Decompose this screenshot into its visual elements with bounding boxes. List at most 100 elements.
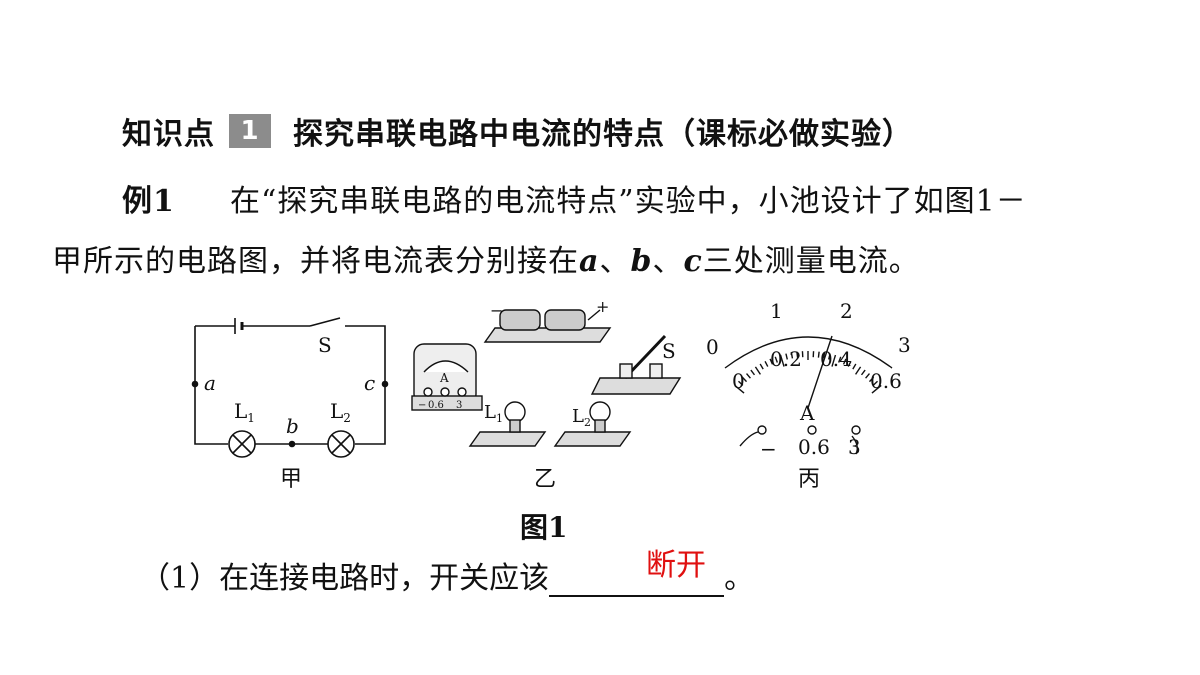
example-text-2: 甲所示的电路图，并将电流表分别接在	[52, 244, 579, 279]
dial-tick	[774, 356, 778, 363]
ammeter-dial-bing	[724, 335, 893, 455]
bottom-tick-06: 0.6	[870, 369, 902, 393]
example-line-2: 甲所示的电路图，并将电流表分别接在a、b、c三处测量电流。	[52, 236, 920, 280]
dial-tick	[838, 356, 842, 363]
apparatus-yi	[411, 309, 682, 447]
question-text: 在连接电路时，开关应该	[219, 561, 550, 596]
dial-tick	[852, 363, 857, 370]
lamp-l1-label: L1	[234, 399, 255, 425]
battery-minus: −	[490, 301, 503, 320]
circuit-diagram-jia	[191, 317, 389, 458]
battery-cell	[544, 309, 586, 331]
example-text-3: 三处测量电流。	[702, 244, 920, 279]
question-1: （1）在连接电路时，开关应该 。	[140, 553, 754, 597]
dial-tick	[817, 351, 820, 358]
dial-tick	[734, 384, 745, 394]
dial-tick	[855, 366, 862, 375]
ammeter-scale: 0.6	[428, 400, 444, 411]
battery-plus: +	[596, 297, 609, 316]
heading-title: 探究串联电路中电流的特点（课标必做实验）	[293, 117, 913, 152]
example-line-1: 例1 在“探究串联电路的电流特点”实验中，小池设计了如图1－	[122, 176, 1027, 220]
figure-1: S a c b L1 L2 甲 − + S A 0	[191, 297, 911, 492]
terminal-06	[807, 425, 817, 435]
lamp-board-l2	[553, 431, 632, 447]
terminal-minus	[757, 425, 767, 435]
terminal-minus-label: −	[760, 437, 777, 461]
ammeter-minus: −	[418, 400, 426, 411]
point-c-label: c	[683, 244, 703, 279]
terminal-3-label: 3	[848, 435, 861, 459]
caption-yi: 乙	[534, 467, 556, 492]
terminal-06-label: 0.6	[798, 435, 830, 459]
ammeter-unit: A	[439, 371, 449, 385]
terminal-3	[851, 425, 861, 435]
question-end: 。	[724, 561, 755, 596]
node-c	[381, 380, 389, 388]
dial-tick	[754, 366, 761, 375]
question-number: （1）	[140, 561, 220, 596]
bottom-tick-04: 0.4	[820, 347, 852, 371]
example-label: 例1	[122, 184, 175, 219]
top-tick-0: 0	[706, 335, 719, 359]
switch-board	[590, 377, 682, 395]
lamp-l2	[327, 430, 355, 458]
switch-blade	[309, 317, 341, 327]
node-a	[191, 380, 199, 388]
knowledge-point-badge: 1	[229, 114, 271, 148]
bottom-tick-0: 0	[732, 369, 745, 393]
label-a: a	[204, 371, 216, 395]
bottom-tick-02: 0.2	[770, 347, 802, 371]
dial-tick	[831, 354, 837, 367]
dial-tick	[785, 353, 788, 360]
dial-tick	[796, 351, 799, 358]
dial-tick	[828, 353, 831, 360]
dial-tick	[737, 380, 744, 386]
section-heading: 知识点 1 探究串联电路中电流的特点（课标必做实验）	[122, 108, 913, 154]
lamp-l1-label-yi: L1	[484, 402, 503, 425]
bulb-l1	[504, 401, 526, 423]
lamp-l2-label: L2	[330, 399, 351, 425]
lamp-l2-label-yi: L2	[572, 406, 591, 429]
dial-arc	[724, 336, 893, 369]
dial-ticks	[734, 351, 882, 394]
switch-label: S	[318, 333, 332, 357]
dial-tick	[750, 369, 756, 376]
answer-blank[interactable]	[549, 569, 725, 597]
answer-text: 断开	[646, 548, 706, 583]
dial-tick	[872, 380, 879, 386]
dial-tick	[868, 376, 875, 383]
switch-label-yi: S	[662, 339, 676, 363]
separator: 、	[599, 244, 631, 279]
point-b-label: b	[630, 244, 653, 279]
dial-tick	[860, 369, 866, 376]
top-tick-2: 2	[840, 299, 853, 323]
dial-tick	[779, 354, 785, 367]
example-text-1: 在“探究串联电路的电流特点”实验中，小池设计了如图1－	[229, 184, 1027, 219]
dial-tick	[764, 360, 769, 367]
battery-cell	[499, 309, 541, 331]
node-b	[288, 440, 296, 448]
dial-pointer	[807, 335, 833, 409]
separator: 、	[652, 244, 684, 279]
top-tick-3: 3	[898, 333, 911, 357]
point-a-label: a	[579, 244, 600, 279]
dial-tick	[741, 376, 748, 383]
dial-unit: A	[799, 401, 815, 425]
dial-tick	[769, 358, 774, 365]
bulb-l2	[589, 401, 611, 423]
dial-tick	[871, 384, 882, 394]
dial-tick	[759, 363, 764, 370]
top-tick-1: 1	[770, 299, 783, 323]
caption-jia: 甲	[280, 467, 302, 492]
dial-tick	[790, 352, 794, 359]
dial-tick	[822, 352, 826, 359]
label-b: b	[286, 414, 299, 438]
label-c: c	[364, 371, 375, 395]
dial-tick	[865, 373, 871, 379]
lamp-board-l1	[468, 431, 547, 447]
dial-tick	[847, 360, 852, 367]
caption-bing: 丙	[798, 467, 820, 492]
figure-caption: 图1	[520, 511, 568, 544]
dial-tick	[745, 373, 751, 379]
ammeter-3: 3	[456, 400, 462, 411]
